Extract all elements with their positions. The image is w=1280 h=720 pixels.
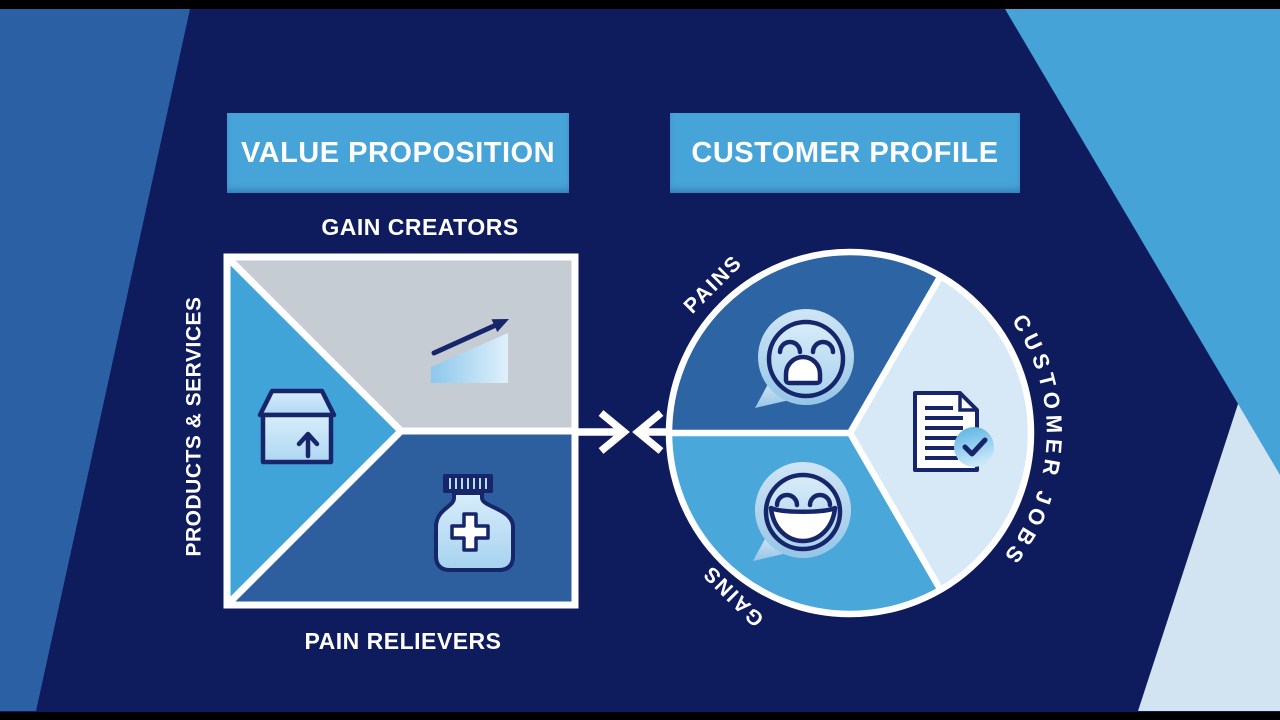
package-box-icon (257, 388, 337, 465)
check-badge (954, 427, 994, 467)
gain-creators-label: GAIN CREATORS (321, 214, 519, 240)
medicine-bottle-icon (434, 474, 515, 572)
pain-relievers-label: PAIN RELIEVERS (304, 628, 502, 654)
products-services-label: PRODUCTS & SERVICES (182, 296, 206, 557)
happy-face-icon (753, 462, 851, 561)
document-check-icon (913, 391, 994, 472)
customer-profile-header: CUSTOMER PROFILE (670, 113, 1020, 193)
value-map-square (223, 253, 579, 609)
customer-circle (665, 248, 1035, 618)
gain-creators-region (227, 257, 575, 431)
arrow-right-icon (575, 410, 630, 454)
value-proposition-header: VALUE PROPOSITION (227, 113, 569, 193)
background-left-band (0, 9, 190, 711)
background-top-right-triangle (1005, 9, 1280, 475)
growth-arrow-icon (431, 319, 509, 383)
circle-dividers (669, 274, 944, 592)
sad-face-icon (755, 309, 854, 408)
letterbox-top-bar (0, 0, 1280, 9)
converging-arrows-icon (575, 410, 673, 454)
letterbox-bottom-bar (0, 712, 1280, 720)
square-dividers (224, 254, 575, 608)
